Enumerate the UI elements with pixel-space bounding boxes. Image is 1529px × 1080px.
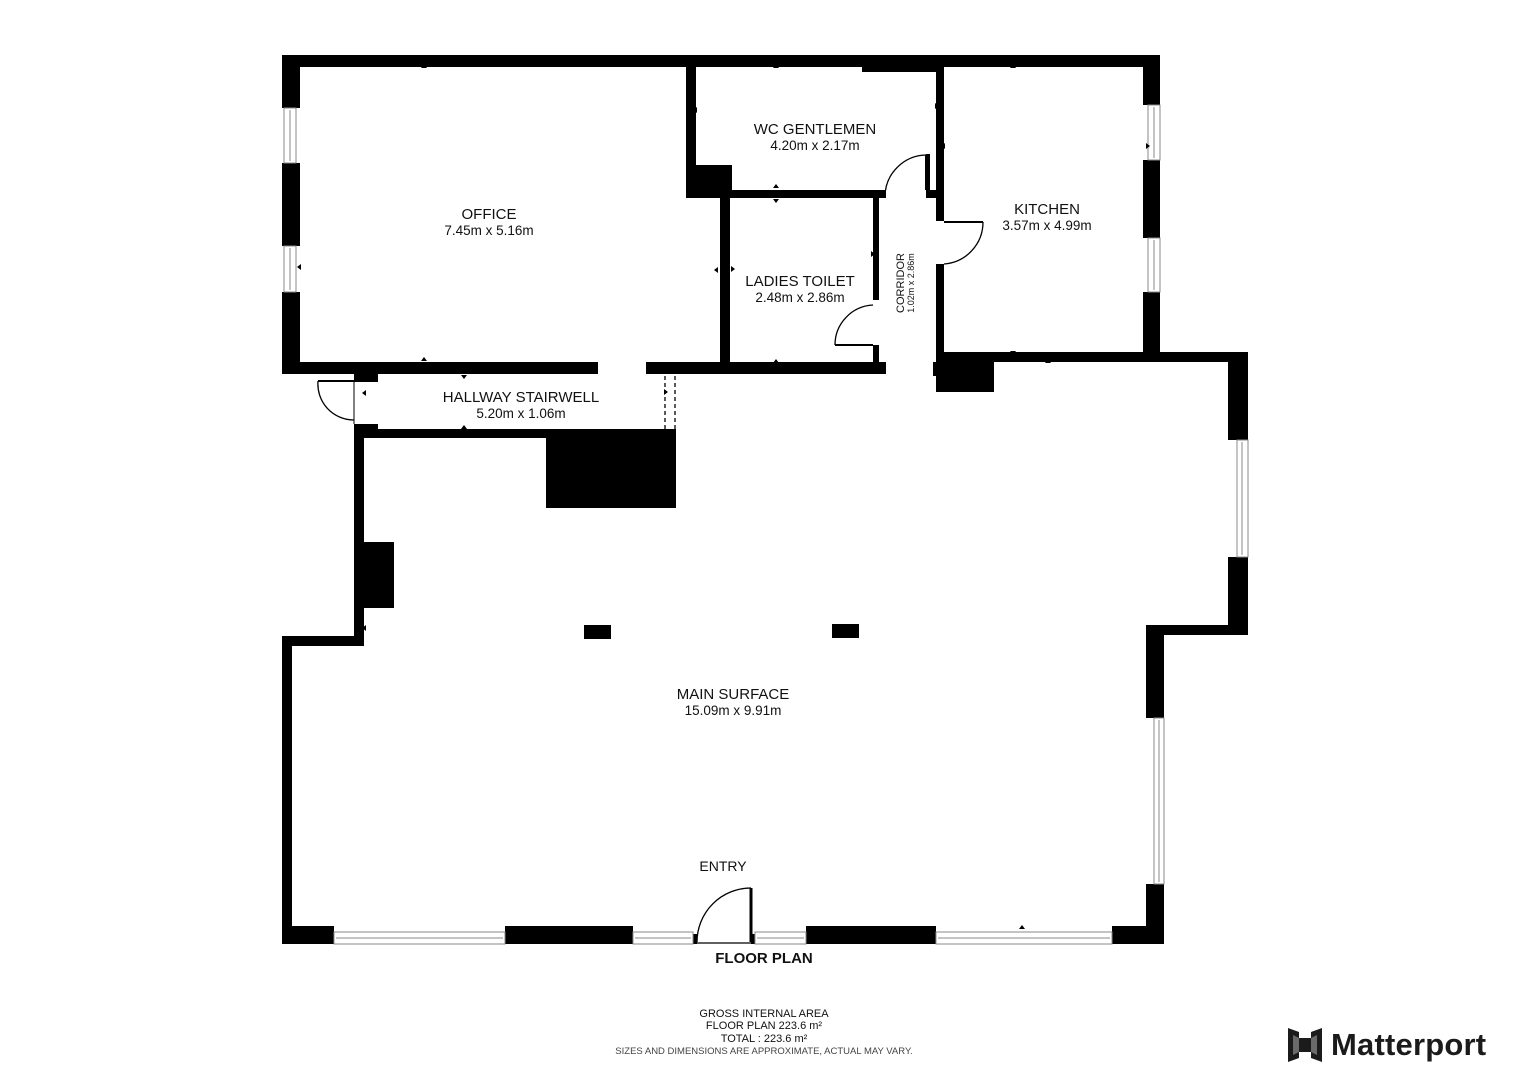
doors (317, 154, 984, 944)
room-corridor: CORRIDOR 1.02m x 2.86m (895, 253, 917, 313)
matterport-logo-icon (1288, 1028, 1322, 1062)
brand-name: Matterport (1331, 1027, 1487, 1062)
room-name: KITCHEN (1014, 201, 1080, 218)
room-name: MAIN SURFACE (676, 686, 790, 703)
windows (283, 104, 1249, 945)
room-hallway-stairwell: HALLWAY STAIRWELL 5.20m x 1.06m (443, 389, 599, 422)
room-name: WC GENTLEMEN (753, 121, 877, 138)
room-dimensions: 2.48m x 2.86m (755, 290, 845, 306)
room-dimensions: 7.45m x 5.16m (444, 223, 534, 239)
room-wc-gentlemen: WC GENTLEMEN 4.20m x 2.17m (754, 121, 877, 154)
room-dimensions: 3.57m x 4.99m (1002, 218, 1092, 234)
floor-plan-area: FLOOR PLAN 223.6 m² (705, 1020, 823, 1033)
room-kitchen: KITCHEN 3.57m x 4.99m (1002, 201, 1091, 234)
room-main-surface: MAIN SURFACE 15.09m x 9.91m (677, 686, 790, 719)
room-office: OFFICE 7.45m x 5.16m (444, 206, 533, 239)
room-dimensions: 4.20m x 2.17m (770, 138, 860, 154)
room-dimensions: 1.02m x 2.86m (906, 253, 917, 313)
disclaimer: SIZES AND DIMENSIONS ARE APPROXIMATE, AC… (615, 1045, 913, 1057)
room-name: LADIES TOILET (745, 273, 855, 290)
dimension-markers (297, 63, 1150, 929)
walls (282, 55, 1248, 944)
matterport-brand: Matterport (1287, 1026, 1486, 1064)
gross-area-heading: GROSS INTERNAL AREA (699, 1008, 829, 1020)
room-name: OFFICE (461, 206, 517, 223)
room-name: HALLWAY STAIRWELL (442, 389, 600, 406)
room-dimensions: 5.20m x 1.06m (476, 406, 566, 422)
total-area: TOTAL : 223.6 m² (720, 1032, 808, 1045)
room-ladies-toilet: LADIES TOILET 2.48m x 2.86m (745, 273, 855, 306)
room-dimensions: 15.09m x 9.91m (684, 703, 782, 719)
area-summary: GROSS INTERNAL AREA FLOOR PLAN 223.6 m² … (615, 1008, 912, 1058)
plan-title: FLOOR PLAN (715, 950, 813, 967)
entry-label: ENTRY (699, 858, 747, 874)
